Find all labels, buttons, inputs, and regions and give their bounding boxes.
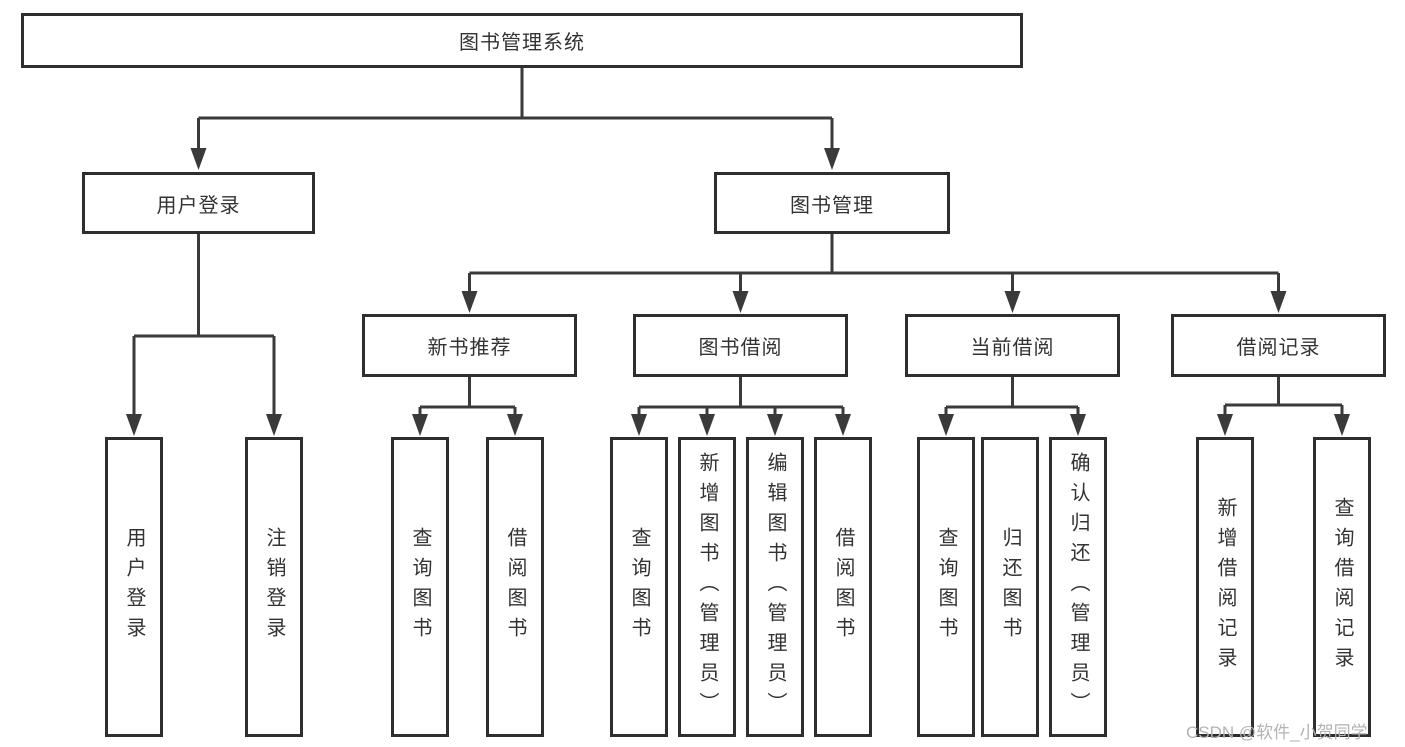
leaf-borrow-books-2-label: 借阅图书 xyxy=(832,527,854,647)
leaf-edit-books-admin-label: 编辑图书（管理员） xyxy=(764,452,786,722)
leaf-confirm-return-admin-label: 确认归还（管理员） xyxy=(1067,452,1089,722)
leaf-user-login: 用户登录 xyxy=(105,437,163,737)
leaf-edit-books-admin: 编辑图书（管理员） xyxy=(746,437,804,737)
leaf-return-books-label: 归还图书 xyxy=(999,527,1021,647)
leaf-query-borrow-record-label: 查询借阅记录 xyxy=(1331,497,1353,677)
node-library-management-system: 图书管理系统 xyxy=(21,13,1023,68)
leaf-borrow-books-1: 借阅图书 xyxy=(486,437,544,737)
node-user-login: 用户登录 xyxy=(82,172,315,234)
leaf-logout-label: 注销登录 xyxy=(263,527,285,647)
leaf-add-borrow-record-label: 新增借阅记录 xyxy=(1214,497,1236,677)
leaf-query-books-3-label: 查询图书 xyxy=(935,527,957,647)
leaf-user-login-label: 用户登录 xyxy=(123,527,145,647)
leaf-logout: 注销登录 xyxy=(245,437,303,737)
leaf-borrow-books-2: 借阅图书 xyxy=(814,437,872,737)
node-current-borrow: 当前借阅 xyxy=(905,314,1120,377)
leaf-add-borrow-record: 新增借阅记录 xyxy=(1196,437,1254,737)
node-book-borrow: 图书借阅 xyxy=(633,314,848,377)
leaf-query-books-1: 查询图书 xyxy=(391,437,449,737)
leaf-query-books-3: 查询图书 xyxy=(917,437,975,737)
node-borrow-record: 借阅记录 xyxy=(1171,314,1386,377)
leaf-add-books-admin-label: 新增图书（管理员） xyxy=(696,452,718,722)
node-book-management: 图书管理 xyxy=(714,172,950,234)
leaf-borrow-books-1-label: 借阅图书 xyxy=(504,527,526,647)
leaf-query-books-2: 查询图书 xyxy=(610,437,668,737)
watermark: CSDN @软件_小贺同学 xyxy=(1186,723,1368,742)
node-new-book-recommend: 新书推荐 xyxy=(362,314,577,377)
leaf-confirm-return-admin: 确认归还（管理员） xyxy=(1049,437,1107,737)
leaf-query-borrow-record: 查询借阅记录 xyxy=(1313,437,1371,737)
leaf-query-books-1-label: 查询图书 xyxy=(409,527,431,647)
leaf-add-books-admin: 新增图书（管理员） xyxy=(678,437,736,737)
leaf-query-books-2-label: 查询图书 xyxy=(628,527,650,647)
leaf-return-books: 归还图书 xyxy=(981,437,1039,737)
